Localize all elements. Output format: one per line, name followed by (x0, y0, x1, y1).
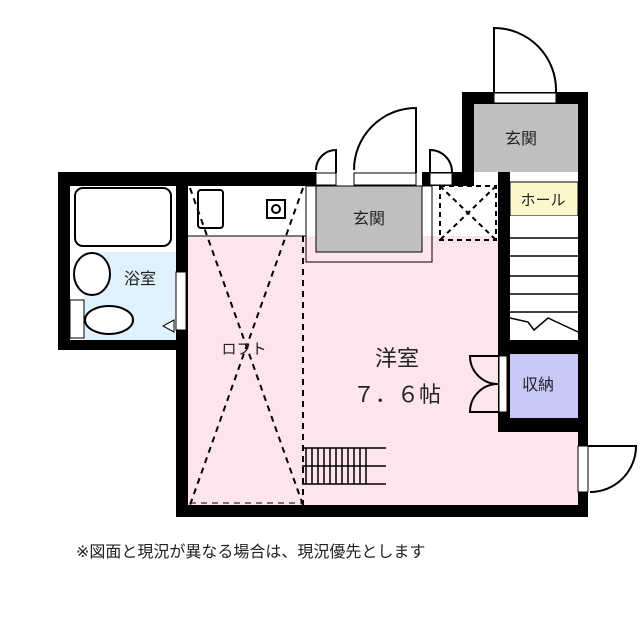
entrance-main-label: 玄関 (353, 209, 385, 228)
bathtub-icon (74, 187, 172, 247)
storage-label: 収納 (522, 375, 554, 394)
ladder-icon (302, 447, 386, 485)
door-swings (315, 26, 638, 493)
entrance-upper-floor (474, 104, 578, 172)
entrance-upper-label: 玄関 (505, 129, 537, 148)
hall-label: ホール (520, 191, 565, 209)
entrance-main-floor (315, 185, 423, 253)
storage-floor (510, 354, 578, 418)
western-room-label: 洋室 (375, 347, 419, 372)
stove-icon (266, 199, 286, 219)
bath-label: 浴室 (124, 269, 156, 288)
stairs-icon (509, 237, 579, 333)
washbasin-icon (73, 252, 111, 296)
stairs-area (510, 216, 578, 340)
loft-label: ロフト (221, 340, 266, 358)
shaft-marker (439, 185, 497, 241)
toilet-icon (84, 305, 134, 335)
western-room-size: ７．６帖 (353, 383, 441, 408)
disclaimer-note: ※図面と現況が異なる場合は、現況優先とします (76, 542, 426, 561)
loft-outline (189, 187, 304, 506)
